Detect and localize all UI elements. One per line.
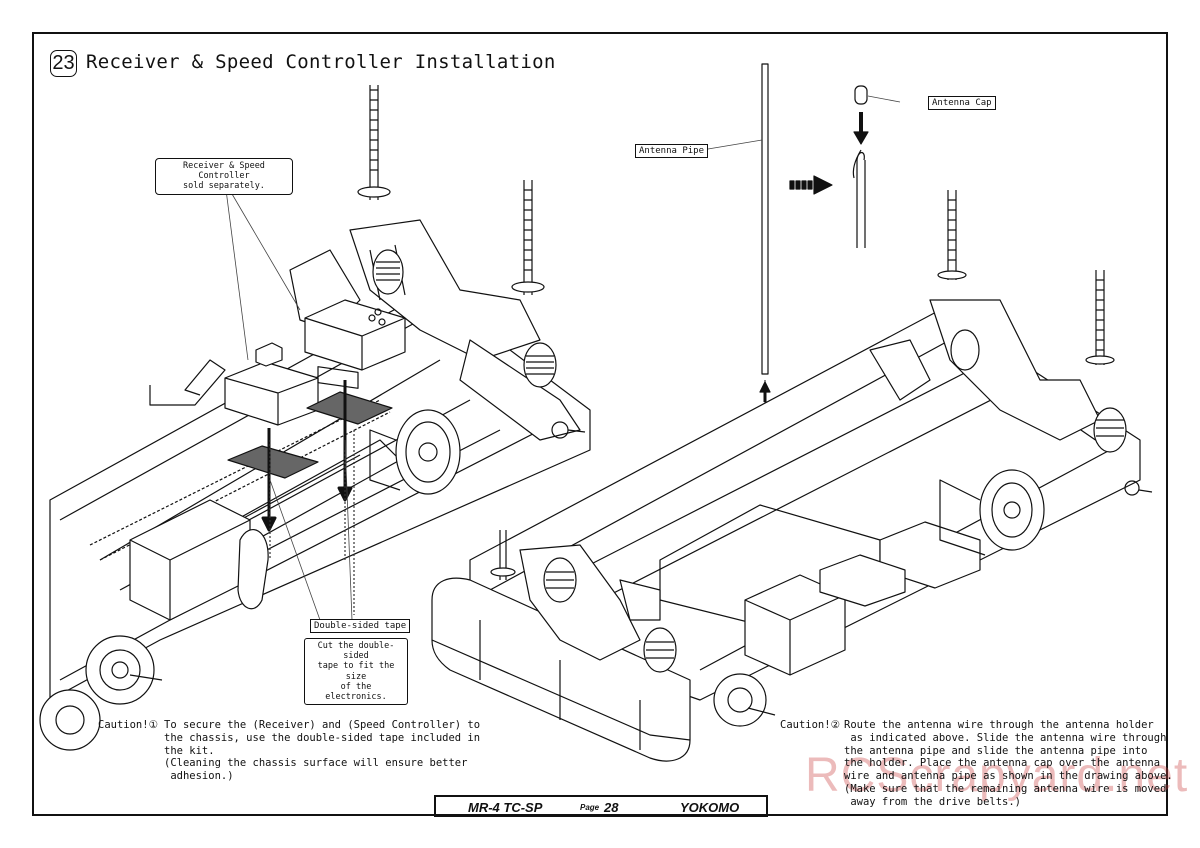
- caution-2-line: the holder. Place the antenna cap over t…: [844, 757, 1161, 770]
- watermark: RCScrapyard.net: [805, 749, 1189, 802]
- left-chassis-drawing: [39, 85, 591, 751]
- caution-1-line: (Cleaning the chassis surface will ensur…: [164, 757, 468, 770]
- antenna-pipe-label: Antenna Pipe: [635, 144, 709, 159]
- step-number-badge: 23: [50, 50, 77, 77]
- footer-page-number: 28: [604, 800, 619, 815]
- double-sided-tape-label: Double-sided tape: [310, 619, 411, 634]
- caution-2: Caution!② Route the antenna wire through…: [780, 719, 1173, 809]
- footer-page-label: Page: [580, 803, 600, 812]
- caution-2-line: away from the drive belts.): [844, 795, 1022, 808]
- antenna-cap-label: Antenna Cap: [928, 96, 996, 111]
- page-footer: MR-4 TC-SP Page 28 YOKOMO: [434, 795, 768, 817]
- caution-1-line: adhesion.): [164, 770, 234, 783]
- caution-1-line: the kit.: [164, 744, 215, 757]
- caution-2-line: wire and antenna pipe as shown in the dr…: [844, 770, 1173, 783]
- caution-2-line: the antenna pipe and slide the antenna p…: [844, 744, 1148, 757]
- footer-model: MR-4 TC-SP: [468, 800, 543, 815]
- cut-tape-callout: Cut the double-sided tape to fit the siz…: [304, 638, 408, 706]
- caution-2-line: as indicated above. Slide the antenna wi…: [844, 731, 1167, 744]
- cut-tape-line3: of the electronics.: [325, 681, 387, 702]
- caution-1-label: Caution!①: [98, 719, 158, 731]
- caution-2-line: (Make sure that the remaining antenna wi…: [844, 782, 1167, 795]
- receiver-sc-callout: Receiver & Speed Controller sold separat…: [155, 158, 293, 195]
- caution-1-line: the chassis, use the double-sided tape i…: [164, 731, 481, 744]
- receiver-sc-callout-line2: sold separately.: [183, 181, 265, 192]
- cut-tape-line2: tape to fit the size: [317, 661, 395, 682]
- cut-tape-line1: Cut the double-sided: [317, 641, 395, 662]
- page-title: Receiver & Speed Controller Installation: [86, 51, 556, 73]
- caution-1-line: To secure the (Receiver) and (Speed Cont…: [164, 719, 481, 731]
- caution-2-label: Caution!②: [780, 719, 840, 731]
- caution-1: Caution!① To secure the (Receiver) and (…: [98, 719, 480, 783]
- caution-2-line: Route the antenna wire through the anten…: [844, 719, 1154, 731]
- receiver-sc-callout-line1: Receiver & Speed Controller: [183, 161, 265, 182]
- footer-brand: YOKOMO: [680, 800, 740, 815]
- right-chassis-drawing: [431, 190, 1153, 762]
